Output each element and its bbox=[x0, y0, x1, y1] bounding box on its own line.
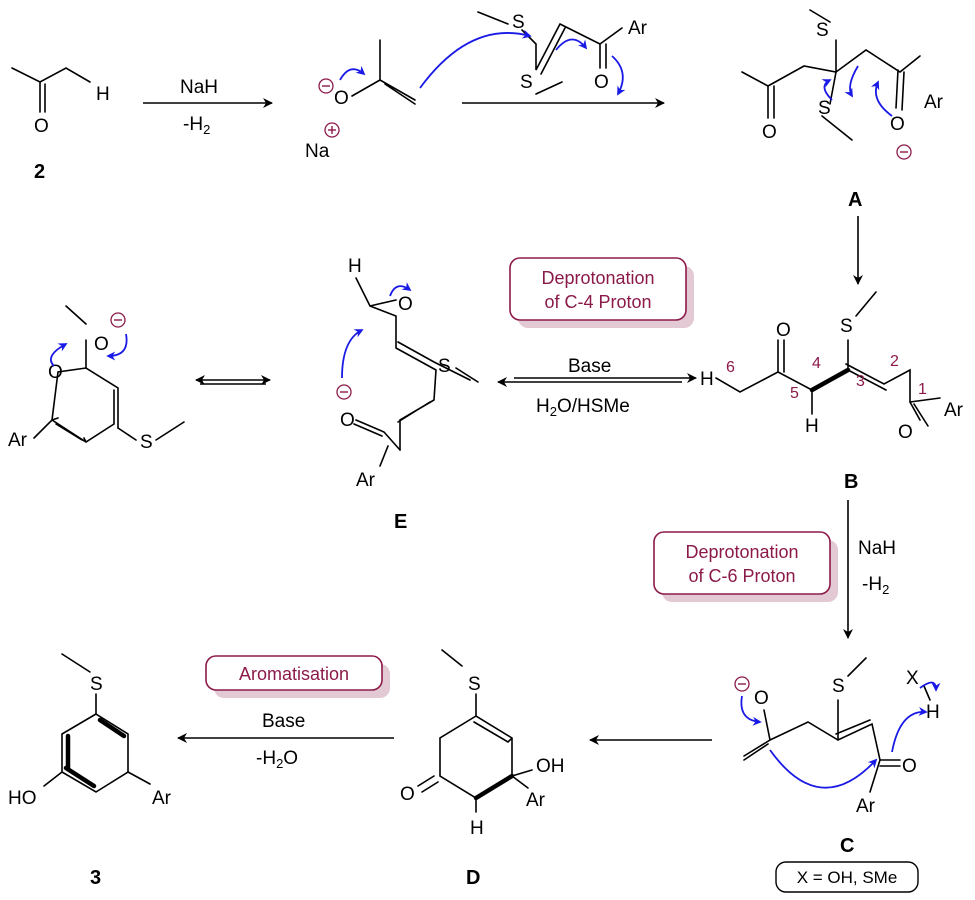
position-2: 2 bbox=[890, 353, 899, 370]
compound-label-b: B bbox=[844, 471, 858, 493]
compound-label-e: E bbox=[394, 511, 407, 533]
reagent-nah: NaH bbox=[858, 538, 896, 559]
atom-x: X bbox=[906, 668, 919, 689]
product-3: S HO Ar 3 bbox=[8, 653, 172, 889]
atom-o: O bbox=[902, 756, 917, 777]
atom-ar: Ar bbox=[152, 788, 172, 809]
step-d3-arrow: Base -H2O bbox=[177, 711, 394, 771]
atom-s: S bbox=[832, 676, 845, 697]
callout-c6: Deprotonation of C-6 Proton bbox=[653, 531, 838, 602]
atom-s: S bbox=[816, 20, 829, 41]
compound-label-d: D bbox=[466, 867, 480, 889]
atom-o: O bbox=[890, 114, 905, 135]
intermediate-e: H O S O Ar E bbox=[336, 256, 479, 533]
atom-o: O bbox=[340, 410, 355, 431]
reagent-water: -H2O bbox=[256, 748, 298, 771]
position-1: 1 bbox=[918, 381, 927, 398]
atom-s: S bbox=[468, 674, 481, 695]
atom-ar: Ar bbox=[856, 796, 876, 817]
negative-charge-icon bbox=[110, 312, 126, 328]
atom-o: O bbox=[400, 784, 415, 805]
atom-h: H bbox=[96, 84, 110, 105]
position-5: 5 bbox=[790, 385, 799, 402]
atom-h: H bbox=[348, 256, 362, 277]
reagent-nah: NaH bbox=[180, 77, 218, 98]
atom-s: S bbox=[512, 12, 525, 33]
atom-o: O bbox=[762, 122, 777, 143]
callout-c4-line2: of C-4 Proton bbox=[544, 292, 651, 312]
equilibrium-pyran bbox=[195, 375, 271, 385]
callout-aromatisation: Aromatisation bbox=[205, 655, 390, 698]
negative-charge-icon bbox=[336, 384, 352, 400]
atom-o: O bbox=[776, 320, 791, 341]
atom-o: O bbox=[898, 422, 913, 443]
negative-charge-icon bbox=[318, 78, 334, 94]
reagent-base: Base bbox=[568, 356, 611, 377]
atom-s: S bbox=[818, 98, 831, 119]
intermediate-d: S O H OH Ar D bbox=[400, 649, 565, 889]
position-3: 3 bbox=[856, 373, 865, 390]
position-6: 6 bbox=[726, 359, 735, 376]
negative-charge-icon bbox=[896, 144, 912, 160]
x-note: X = OH, SMe bbox=[797, 868, 898, 887]
atom-o: O bbox=[594, 72, 609, 93]
atom-o: O bbox=[334, 88, 349, 109]
atom-o: O bbox=[94, 334, 109, 355]
negative-charge-icon bbox=[734, 676, 750, 692]
reagent-base: Base bbox=[262, 711, 305, 732]
atom-s: S bbox=[90, 674, 103, 695]
dithioacetal: S S O Ar bbox=[419, 11, 648, 96]
atom-na: Na bbox=[305, 141, 330, 162]
atom-o: O bbox=[398, 294, 413, 315]
equilibrium-be: Base H2O/HSMe bbox=[497, 356, 697, 419]
atom-s: S bbox=[438, 356, 451, 377]
compound-label-c: C bbox=[840, 835, 854, 857]
compound-label-3: 3 bbox=[90, 867, 101, 889]
atom-ar: Ar bbox=[526, 790, 546, 811]
compound-label-2: 2 bbox=[34, 161, 45, 183]
x-note-box bbox=[775, 861, 919, 893]
pyran-alkoxide: O O Ar S bbox=[8, 305, 185, 453]
atom-h: H bbox=[805, 416, 819, 437]
step-bc-arrow: NaH -H2 bbox=[843, 500, 896, 639]
step-1-arrow: NaH -H2 bbox=[143, 77, 273, 137]
positive-charge-icon bbox=[324, 122, 340, 138]
intermediate-a: S O S O Ar A bbox=[741, 9, 944, 211]
atom-s: S bbox=[840, 316, 853, 337]
atom-h: H bbox=[926, 702, 940, 723]
compound-label-a: A bbox=[848, 189, 862, 211]
callout-aromatisation-label: Aromatisation bbox=[239, 664, 349, 684]
reagent-h2: -H2 bbox=[862, 574, 889, 597]
enolate: O Na bbox=[305, 39, 416, 162]
position-4: 4 bbox=[812, 355, 821, 372]
reagent-h2: -H2 bbox=[183, 114, 210, 137]
callout-c6-line1: Deprotonation bbox=[685, 542, 798, 562]
atom-ar: Ar bbox=[628, 18, 648, 39]
compound-2: O H 2 bbox=[11, 67, 110, 183]
reagent-water-hsme: H2O/HSMe bbox=[536, 396, 630, 419]
atom-ar: Ar bbox=[924, 92, 944, 113]
atom-ho: HO bbox=[8, 788, 37, 809]
callout-c4: Deprotonation of C-4 Proton bbox=[509, 257, 694, 328]
atom-ar: Ar bbox=[356, 470, 376, 491]
intermediate-b: H O H S O Ar 6 5 4 3 2 1 B bbox=[700, 291, 964, 493]
atom-ar: Ar bbox=[944, 400, 964, 421]
atom-s: S bbox=[140, 432, 153, 453]
atom-ar: Ar bbox=[8, 430, 28, 451]
callout-c6-line2: of C-6 Proton bbox=[688, 566, 795, 586]
atom-o: O bbox=[34, 116, 49, 137]
atom-oh: OH bbox=[536, 756, 565, 777]
atom-o: O bbox=[48, 362, 63, 383]
callout-c4-line1: Deprotonation bbox=[541, 268, 654, 288]
atom-h: H bbox=[700, 369, 714, 390]
atom-o: O bbox=[754, 688, 769, 709]
atom-h: H bbox=[470, 818, 484, 839]
atom-s: S bbox=[520, 72, 533, 93]
intermediate-c: O S O Ar X H C X = OH, SMe bbox=[734, 657, 941, 893]
